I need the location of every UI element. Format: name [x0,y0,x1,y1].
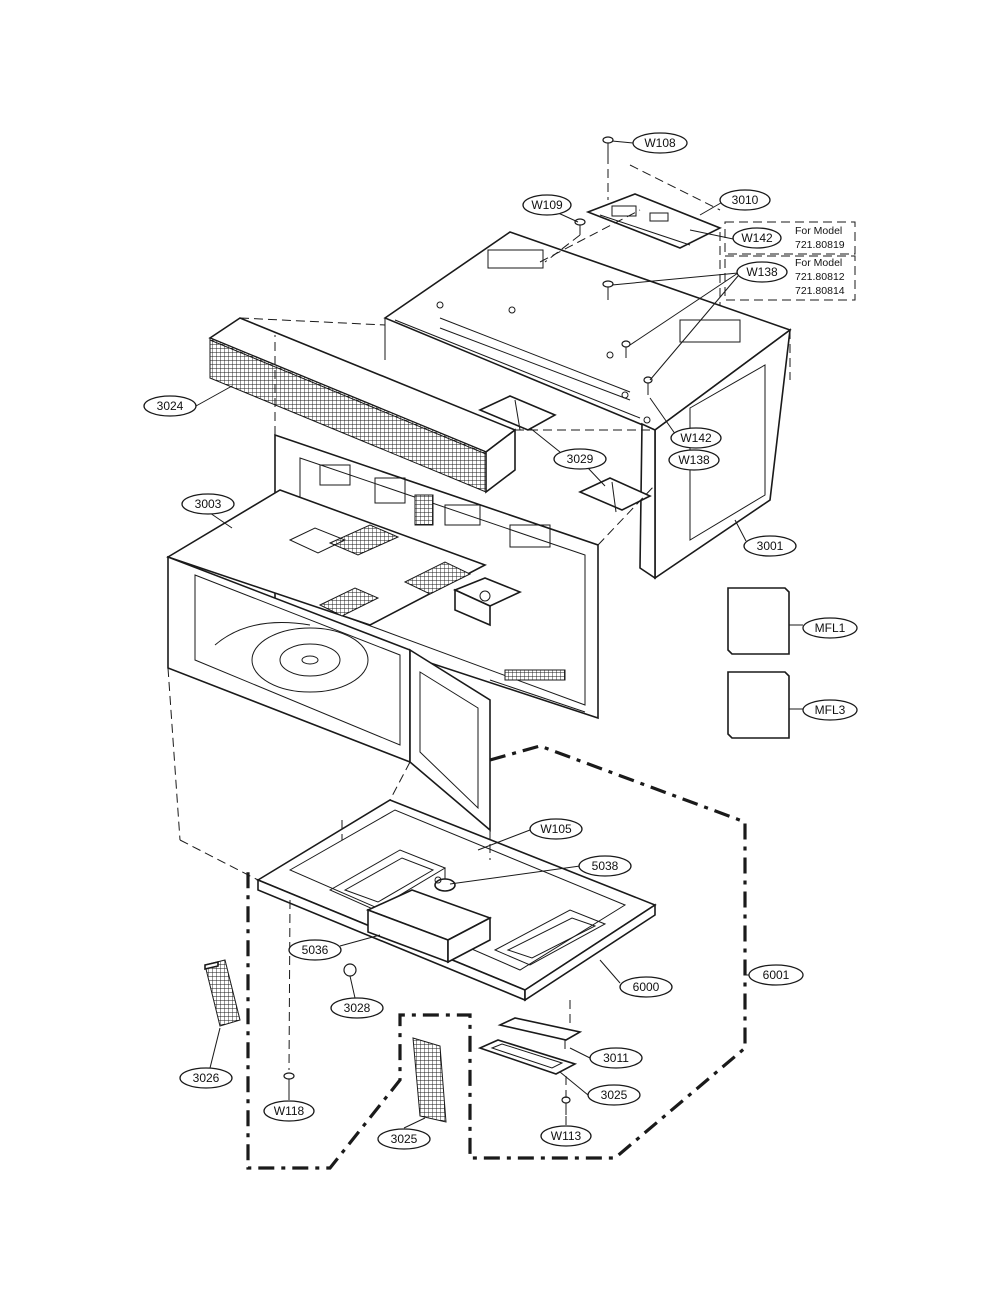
note-a-line1: For Model [795,225,842,237]
callout-text: 3026 [193,1071,220,1085]
callout-text: 3010 [732,193,759,207]
callout-w108: W108 [632,132,688,154]
oven-cavity-3003 [166,433,599,832]
callout-text: W113 [551,1129,582,1143]
callout-text: 3003 [195,497,222,511]
callout-text: W105 [540,822,572,836]
callout-text: 6000 [633,980,660,994]
callout-5036: 5036 [288,939,342,961]
manual-mfl3 [727,671,790,739]
callout-text: 3001 [757,539,784,553]
callout-text: MFL1 [815,621,846,635]
callout-text: 6001 [763,968,790,982]
base-plate-6000 [256,799,657,1002]
note-b-line3: 721.80814 [795,285,845,297]
vent-grille-3024 [208,317,517,494]
callout-3025-left: 3025 [377,1128,431,1150]
callout-w142-top: W142 [732,227,782,249]
callout-text: W109 [531,198,563,212]
callout-6001: 6001 [748,964,804,986]
callout-3029: 3029 [553,448,607,470]
callout-text: 5038 [592,859,619,873]
screw-w138-top [602,280,614,300]
model-note-721-80812: For Model 721.80812 721.80814 [724,255,856,301]
callout-text: 3024 [157,399,184,413]
callout-text: W142 [741,231,773,245]
plate-3011 [497,1017,583,1041]
callout-text: W118 [274,1104,305,1118]
callout-text: W138 [746,265,778,279]
callout-text: MFL3 [815,703,846,717]
callout-3011: 3011 [589,1047,643,1069]
callout-5038: 5038 [578,855,632,877]
base-assembly-6001-boundary [246,744,747,1170]
callout-w105: W105 [529,818,583,840]
screw-w142-mid [621,340,653,395]
callout-text: W138 [678,453,710,467]
screw-3028 [343,963,357,977]
screw-w108 [602,136,614,155]
callout-text: 3011 [603,1051,629,1065]
callout-w138-top: W138 [736,261,788,283]
callout-mfl3: MFL3 [802,699,858,721]
outer-case-3001 [383,231,792,580]
callout-text: W108 [644,136,676,150]
screw-w109 [574,218,586,235]
screw-w113 [561,1096,571,1115]
screw-w118 [283,1072,295,1090]
callout-w109: W109 [522,194,572,216]
callout-w142-mid: W142 [670,427,722,449]
callout-mfl1: MFL1 [802,617,858,639]
callout-text: 5036 [302,943,329,957]
callout-3028: 3028 [330,997,384,1019]
callout-3001: 3001 [743,535,797,557]
top-bracket-3010 [585,193,722,249]
callout-text: 3025 [391,1132,418,1146]
callout-3024: 3024 [143,395,197,417]
grease-filter-3025 [412,1037,447,1123]
note-b-line1: For Model [795,257,842,269]
grease-filter-3026 [204,959,241,1027]
callout-3010: 3010 [719,189,771,211]
frame-3025 [477,1039,578,1075]
note-b-line2: 721.80812 [795,271,845,283]
callout-w113: W113 [540,1125,592,1147]
hinge-3029 [478,395,652,513]
callout-3026: 3026 [179,1067,233,1089]
callout-text: 3025 [601,1088,628,1102]
callout-w118: W118 [263,1100,315,1122]
callout-text: 3028 [344,1001,371,1015]
manual-mfl1 [727,587,790,655]
callout-6000: 6000 [619,976,673,998]
callout-3025-right: 3025 [587,1084,641,1106]
callout-text: 3029 [567,452,594,466]
model-note-721-80819: For Model 721.80819 [724,221,856,255]
callout-text: W142 [680,431,712,445]
callout-3003: 3003 [181,493,235,515]
callout-w138-mid: W138 [668,449,720,471]
explosion-guides [167,155,791,1098]
note-a-line2: 721.80819 [795,239,845,251]
